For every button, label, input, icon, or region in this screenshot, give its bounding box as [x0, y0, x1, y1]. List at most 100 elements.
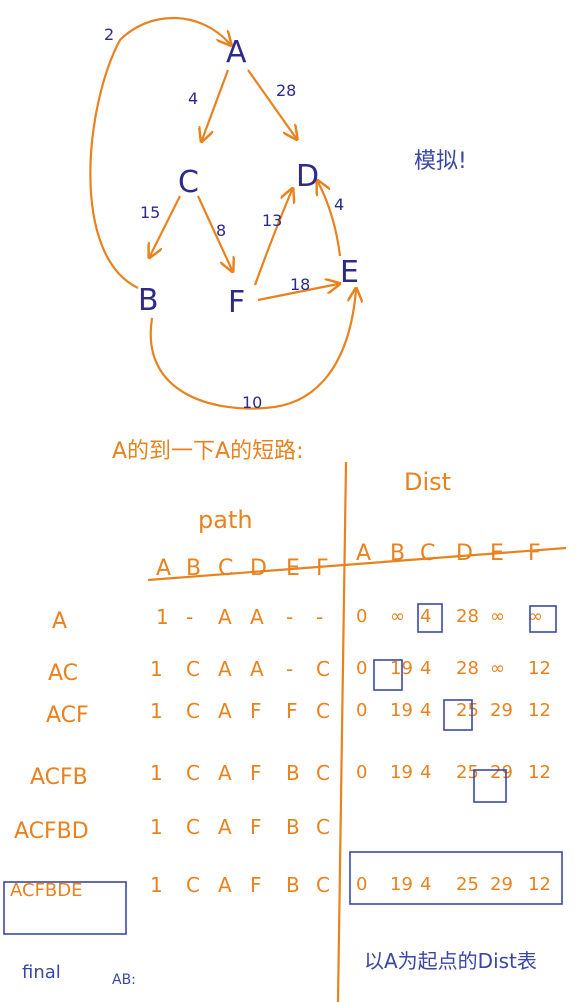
row-label: ACFBDE	[10, 880, 83, 901]
dist-cell: 0	[356, 658, 367, 679]
path-col-header-f: F	[316, 556, 329, 581]
dist-cell: 4	[420, 700, 431, 721]
node-e: E	[340, 255, 359, 290]
final-path-box	[3, 881, 127, 935]
dist-cell: 4	[420, 658, 431, 679]
dist-cell: ∞	[490, 606, 505, 627]
weight-a-d: 28	[276, 81, 296, 100]
path-col-header-a: A	[156, 556, 171, 581]
dist-col-header-c: C	[420, 541, 435, 566]
weight-c-b: 15	[140, 203, 160, 222]
edge-f-e	[257, 284, 338, 302]
row-label: ACFBD	[14, 819, 89, 844]
row-label: ACFB	[30, 765, 88, 790]
node-a: A	[226, 35, 247, 70]
dist-cell: 25	[456, 762, 479, 783]
path-cell: C	[186, 815, 200, 839]
dist-cell: 0	[356, 700, 367, 721]
dist-cell: ∞	[490, 658, 505, 679]
dist-cell: 4	[420, 874, 431, 895]
path-cell: 1	[150, 873, 163, 897]
dist-heading: Dist	[404, 468, 451, 496]
path-cell: F	[250, 761, 262, 785]
simulate-note: 模拟!	[414, 149, 467, 174]
row-label: ACF	[46, 703, 89, 728]
highlight-dist-ac-f	[529, 605, 557, 633]
dist-cell: 4	[420, 762, 431, 783]
path-col-header-e: E	[286, 556, 300, 581]
header-underline	[147, 546, 567, 582]
path-cell: A	[218, 699, 232, 723]
dist-cell: 4	[420, 606, 431, 627]
dist-cell: 28	[456, 606, 479, 627]
dist-cell: 19	[390, 874, 413, 895]
path-cell: 1	[150, 761, 163, 785]
dist-cell: 28	[456, 658, 479, 679]
highlight-dist-acfb-d	[443, 699, 473, 731]
edge-c-f	[197, 195, 232, 270]
dist-cell: 12	[528, 874, 551, 895]
path-cell: B	[286, 873, 300, 897]
dist-cell: 29	[490, 700, 513, 721]
path-cell: F	[250, 815, 262, 839]
edge-b-e	[149, 290, 356, 410]
dist-cell: 25	[456, 874, 479, 895]
path-col-header-b: B	[186, 556, 201, 581]
path-heading: path	[198, 506, 253, 534]
path-col-header-d: D	[250, 556, 267, 581]
dist-cell: 29	[490, 874, 513, 895]
path-cell: C	[316, 657, 330, 681]
row-label: A	[52, 609, 67, 634]
dist-cell: 12	[528, 658, 551, 679]
dist-cell: 12	[528, 700, 551, 721]
weight-f-e: 18	[290, 275, 310, 294]
path-cell: C	[186, 699, 200, 723]
path-cell: F	[250, 873, 262, 897]
final-label: final	[22, 962, 61, 983]
path-cell: 1	[150, 657, 163, 681]
path-cell: 1	[150, 699, 163, 723]
dist-col-header-d: D	[456, 541, 473, 566]
dist-cell: 19	[390, 762, 413, 783]
dist-cell: ∞	[390, 606, 405, 627]
highlight-boxes	[3, 603, 563, 935]
node-b: B	[138, 283, 159, 318]
shortest-path-title: A的到一下A的短路:	[112, 439, 304, 464]
node-d: D	[296, 159, 319, 194]
edge-weights: 4 28 15 8 13 4 18 10 2	[104, 25, 344, 412]
weight-c-f: 8	[216, 221, 226, 240]
path-cell: B	[286, 761, 300, 785]
path-cell: -	[286, 657, 293, 681]
path-cell: C	[186, 761, 200, 785]
highlight-dist-acf-b	[373, 659, 403, 691]
path-cell: F	[250, 699, 262, 723]
weight-b-a: 2	[104, 25, 114, 44]
path-cell: A	[218, 815, 232, 839]
dist-cell: 0	[356, 606, 367, 627]
highlight-dist-a-c	[417, 603, 443, 633]
path-cell: C	[316, 761, 330, 785]
path-cell: C	[316, 699, 330, 723]
dist-col-header-f: F	[528, 541, 541, 566]
dist-cell: 0	[356, 874, 367, 895]
node-c: C	[178, 165, 199, 200]
edge-a-c	[202, 69, 230, 140]
dist-table-note: 以A为起点的Dist表	[364, 949, 537, 973]
edge-c-b	[150, 195, 181, 256]
path-cell: A	[218, 657, 232, 681]
path-cell: C	[316, 815, 330, 839]
path-cell: 1	[156, 605, 169, 629]
weight-b-e: 10	[242, 393, 262, 412]
final-dist-box	[349, 851, 563, 905]
weight-f-d: 13	[262, 211, 282, 230]
dist-cell: 0	[356, 762, 367, 783]
path-cell: A	[218, 605, 232, 629]
path-cell: 1	[150, 815, 163, 839]
